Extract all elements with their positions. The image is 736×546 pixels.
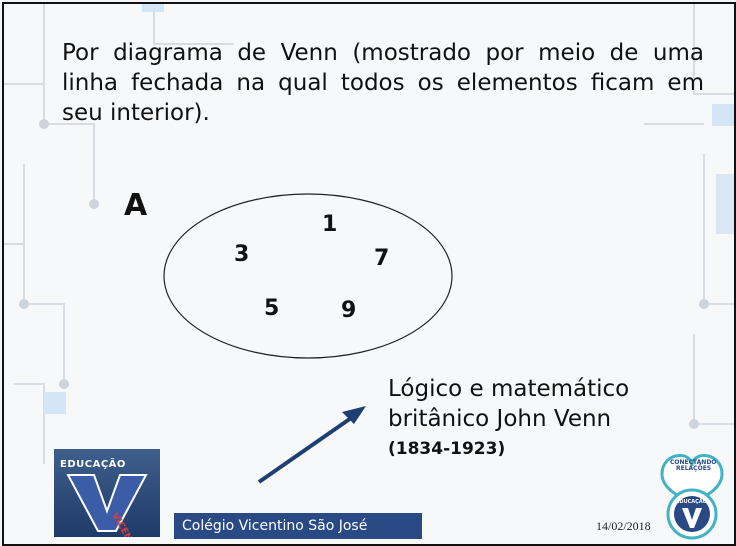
set-a-label: A xyxy=(124,188,148,223)
school-name-bar: Colégio Vicentino São José xyxy=(174,513,422,539)
element-1: 1 xyxy=(322,212,338,237)
circuit-background xyxy=(4,4,734,464)
educacao-vicentina-logo: EDUCAÇÃO VICENTINA xyxy=(54,449,160,544)
logo-left-text: EDUCAÇÃO xyxy=(60,459,126,470)
heart-shield-icon xyxy=(660,454,724,540)
definition-text: Por diagrama de Venn (mostrado por meio … xyxy=(62,40,704,126)
venn-diagram xyxy=(163,193,453,484)
element-5: 5 xyxy=(264,296,280,321)
arrow-line xyxy=(257,414,356,484)
element-9: 9 xyxy=(341,298,357,323)
arrow-head xyxy=(342,406,366,424)
logo-right-text-1: CONECTANDO xyxy=(670,459,717,466)
caption-line-1: Lógico e matemático xyxy=(388,376,630,402)
caption-line-3: (1834-1923) xyxy=(388,439,506,459)
venn-ellipse xyxy=(163,193,453,359)
logo-left-text-2: VICENTINA xyxy=(109,512,145,538)
conectando-relacoes-logo: CONECTANDO RELAÇÕES EDUCAÇÃO xyxy=(654,444,730,540)
element-7: 7 xyxy=(374,246,390,271)
venn-caption: Lógico e matemático britânico John Venn … xyxy=(388,374,706,464)
logo-right-text-3: EDUCAÇÃO xyxy=(676,499,707,505)
logo-right-text-2: RELAÇÕES xyxy=(676,465,712,472)
element-3: 3 xyxy=(234,242,250,267)
slide-date: 14/02/2018 xyxy=(596,519,651,533)
caption-line-2: britânico John Venn xyxy=(388,406,612,432)
